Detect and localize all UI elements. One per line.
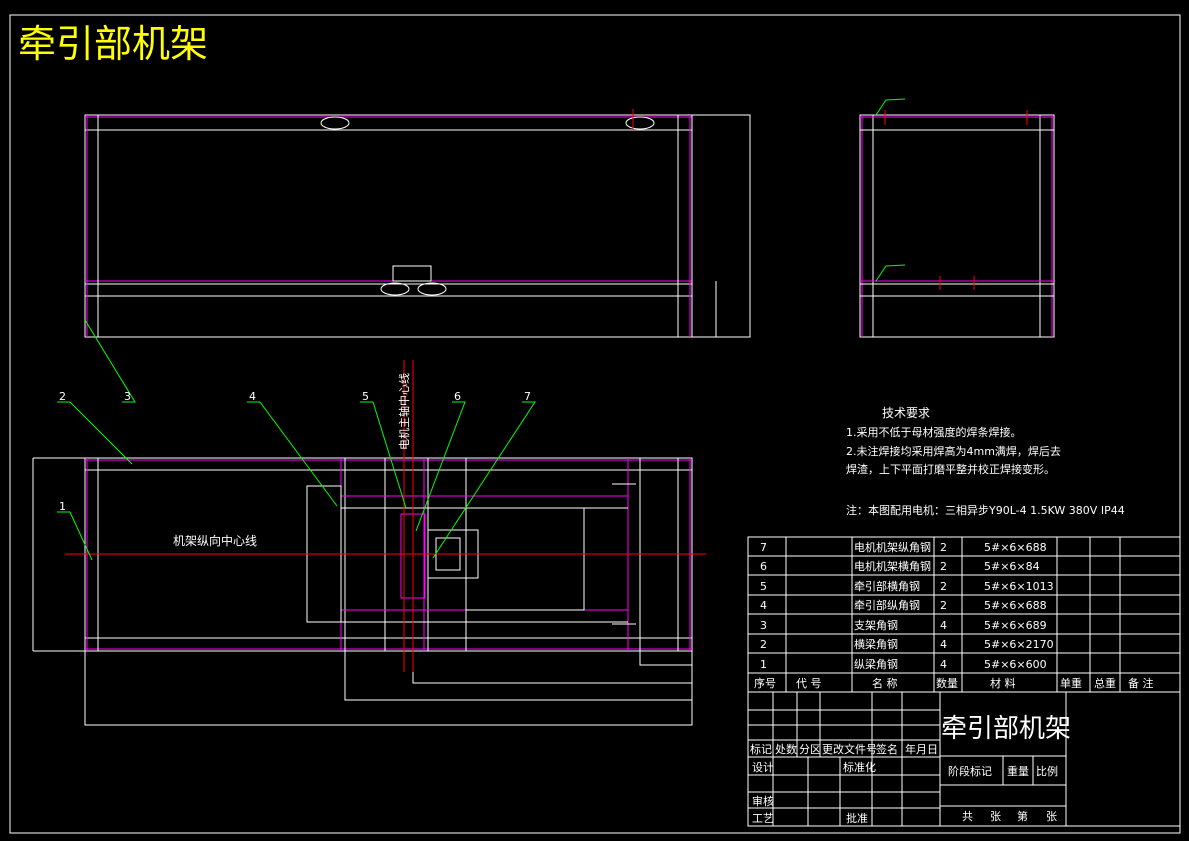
bom-row-name: 牵引部横角钢 [854,579,920,593]
bom-row-material: 5#×6×688 [984,541,1047,554]
longitudinal-centerline-label: 机架纵向中心线 [173,533,257,548]
bom-header-name: 名 称 [872,676,898,690]
bom-row-qty: 2 [940,599,947,612]
title-block [747,691,1181,827]
bom-row-qty: 2 [940,580,947,593]
bom-row-no: 4 [760,599,767,612]
tb-process: 工艺 [752,812,774,825]
tech-requirements-heading: 技术要求 [882,406,930,420]
bom-header-total-weight: 总重 [1094,676,1116,690]
bom-row-no: 2 [760,638,767,651]
drawing-title: 牵引部机架 [18,22,208,66]
bom-row-material: 5#×6×1013 [984,580,1054,593]
bom-row-name: 电机机架横角钢 [854,559,931,573]
bom-row-name: 牵引部纵角钢 [854,598,920,612]
bom-row-material: 5#×6×600 [984,658,1047,671]
leader-number-3: 3 [124,390,131,403]
leader-number-1: 1 [59,500,66,513]
bom-row-material: 5#×6×84 [984,560,1040,573]
tb-review: 审核 [752,794,774,808]
tb-stage-mark: 阶段标记 [948,764,992,778]
tb-scale: 比例 [1036,764,1058,778]
bom-header-material: 材 料 [990,676,1016,690]
leader-number-6: 6 [454,390,461,403]
leader-number-4: 4 [249,390,256,403]
bom-table [747,536,1181,693]
bom-row-no: 6 [760,560,767,573]
front-view [84,109,751,338]
tb-sheet-word2: 张 [1046,810,1057,823]
bom-row-name: 横梁角钢 [854,637,898,651]
outer-frame [9,14,1181,834]
tb-change-doc: 更改文件号 [822,742,877,756]
bom-row-no: 5 [760,580,767,593]
bom-row-material: 5#×6×688 [984,599,1047,612]
bom-row-qty: 4 [940,658,947,671]
tb-standardize: 标准化 [843,760,876,774]
bom-row-material: 5#×6×689 [984,619,1047,632]
tb-sheets-word: 张 [990,810,1001,823]
tb-count: 处数 [775,743,797,756]
tech-requirement-3: 焊渣，上下平面打磨平整并校正焊接变形。 [846,462,1055,476]
tb-sheets-total: 共 [962,810,973,823]
bom-row-no: 7 [760,541,767,554]
side-view [859,98,1055,338]
motor-shaft-centerline-label: 电机主轴中心线 [397,373,411,450]
title-block-drawing-name: 牵引部机架 [941,714,1071,744]
bom-row-name: 支架角钢 [854,619,898,632]
bom-row-name: 纵梁角钢 [854,657,898,671]
bom-header-unit-weight: 单重 [1060,676,1082,690]
motor-note: 注：本图配用电机：三相异步Y90L-4 1.5KW 380V IP44 [846,503,1125,517]
tb-marks: 标记 [750,742,772,756]
bom-header-remark: 备 注 [1128,676,1154,690]
tb-sheet-no: 第 [1017,809,1028,823]
leader-number-7: 7 [524,390,531,403]
tech-requirement-1: 1.采用不低于母材强度的焊条焊接。 [846,425,1022,439]
bom-row-name: 电机机架纵角钢 [854,540,931,554]
tb-design: 设计 [752,761,774,774]
bom-row-qty: 4 [940,638,947,651]
bom-row-no: 1 [760,658,767,671]
bom-row-qty: 2 [940,541,947,554]
tb-sign: 签名 [876,742,898,756]
top-view [32,360,706,726]
bom-row-qty: 4 [940,619,947,632]
bom-rows: 7 电机机架纵角钢 2 5#×6×688 6 电机机架横角钢 2 5#×6×84… [754,540,1154,690]
bom-row-material: 5#×6×2170 [984,638,1054,651]
tb-weight: 重量 [1007,764,1029,778]
leader-number-2: 2 [59,390,66,403]
bom-header-code: 代 号 [796,677,822,690]
tb-approve: 批准 [846,811,868,825]
leader-lines [57,319,536,561]
bom-row-no: 3 [760,619,767,632]
bom-header-no: 序号 [754,676,776,690]
bom-header-qty: 数量 [936,677,958,690]
bom-row-qty: 2 [940,560,947,573]
leader-number-5: 5 [362,390,369,403]
tb-zone: 分区 [799,743,821,756]
tech-requirement-2: 2.未注焊接均采用焊高为4mm满焊，焊后去 [846,444,1061,458]
tb-date: 年月日 [905,742,938,756]
